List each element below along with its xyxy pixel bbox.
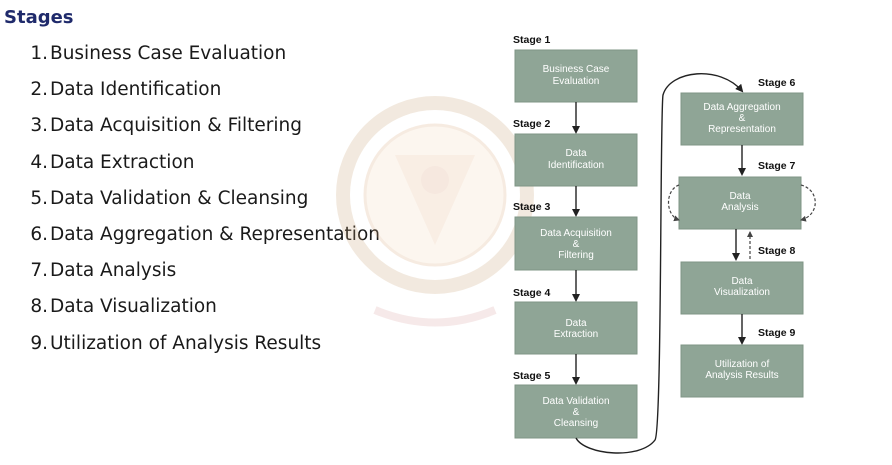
stage-item-label: Data Validation & Cleansing	[50, 187, 309, 209]
box-text: Data	[565, 148, 587, 159]
box-text: &	[573, 407, 580, 418]
feedback-loop-left	[667, 184, 680, 222]
stage-label-9: Stage 9	[758, 327, 796, 339]
stage-item-label: Data Visualization	[50, 296, 217, 318]
box-text: &	[739, 113, 746, 124]
stage-box-9: Utilization of Analysis Results	[680, 344, 804, 398]
stage-item-label: Utilization of Analysis Results	[50, 332, 322, 354]
stage-box-6: Data Aggregation & Representation	[680, 92, 804, 146]
list-item: 8.Data Visualization	[30, 296, 217, 318]
list-item: 1.Business Case Evaluation	[30, 43, 287, 64]
stage-item-label: Data Acquisition & Filtering	[50, 115, 302, 137]
stage-item-label: Data Analysis	[50, 260, 177, 282]
stage-label-7: Stage 7	[758, 160, 796, 172]
watermark-emblem	[336, 96, 534, 327]
stage-box-5: Data Validation & Cleansing	[514, 384, 638, 439]
page-title: Stages	[4, 7, 74, 28]
box-text: Visualization	[714, 287, 770, 298]
stage-label-2: Stage 2	[513, 118, 551, 130]
list-item: 7.Data Analysis	[30, 260, 177, 282]
box-text: Filtering	[558, 250, 594, 261]
list-item: 2.Data Identification	[30, 79, 222, 101]
box-text: Evaluation	[553, 76, 600, 87]
box-text: Business Case	[543, 64, 610, 75]
stage-item-label: Data Identification	[50, 79, 222, 101]
list-item: 6.Data Aggregation & Representation	[30, 223, 380, 245]
box-text: Cleansing	[554, 418, 598, 429]
stage-label-6: Stage 6	[758, 77, 796, 89]
box-text: Data	[731, 276, 753, 287]
box-text: Data Acquisition	[540, 228, 612, 239]
stage-box-8: Data Visualization	[680, 261, 804, 315]
stage-label-5: Stage 5	[513, 370, 551, 382]
box-text: Data	[729, 191, 751, 202]
stage-box-4: Data Extraction	[514, 301, 638, 355]
box-text: Identification	[548, 160, 604, 171]
list-item: 9.Utilization of Analysis Results	[30, 332, 322, 354]
stage-label-8: Stage 8	[758, 245, 796, 257]
stage-list: 1.Business Case Evaluation 2.Data Identi…	[28, 40, 380, 366]
box-text: Analysis	[721, 202, 758, 213]
list-item: 5.Data Validation & Cleansing	[30, 187, 309, 209]
box-text: &	[573, 239, 580, 250]
stage-item-label: Business Case Evaluation	[50, 43, 287, 64]
box-text: Utilization of	[715, 359, 770, 370]
box-text: Data Aggregation	[703, 102, 780, 113]
box-text: Representation	[708, 124, 776, 135]
list-item: 3.Data Acquisition & Filtering	[30, 115, 302, 137]
loop-connector-arrow	[575, 73, 744, 454]
stage-box-1: Business Case Evaluation	[514, 49, 638, 103]
feedback-loop-right	[800, 184, 816, 222]
stage-label-3: Stage 3	[513, 201, 551, 213]
list-item: 4.Data Extraction	[30, 151, 195, 173]
box-text: Analysis Results	[705, 370, 778, 381]
box-text: Data	[565, 318, 587, 329]
box-text: Extraction	[554, 329, 598, 340]
stage-box-2: Data Identification	[514, 133, 638, 187]
stage-item-label: Data Extraction	[50, 151, 195, 173]
stage-item-label: Data Aggregation & Representation	[50, 223, 380, 245]
stage-box-7: Data Analysis	[678, 176, 802, 230]
box-text: Data Validation	[542, 396, 609, 407]
stage-label-1: Stage 1	[513, 34, 551, 46]
stage-box-3: Data Acquisition & Filtering	[514, 216, 638, 271]
stage-label-4: Stage 4	[513, 287, 551, 299]
